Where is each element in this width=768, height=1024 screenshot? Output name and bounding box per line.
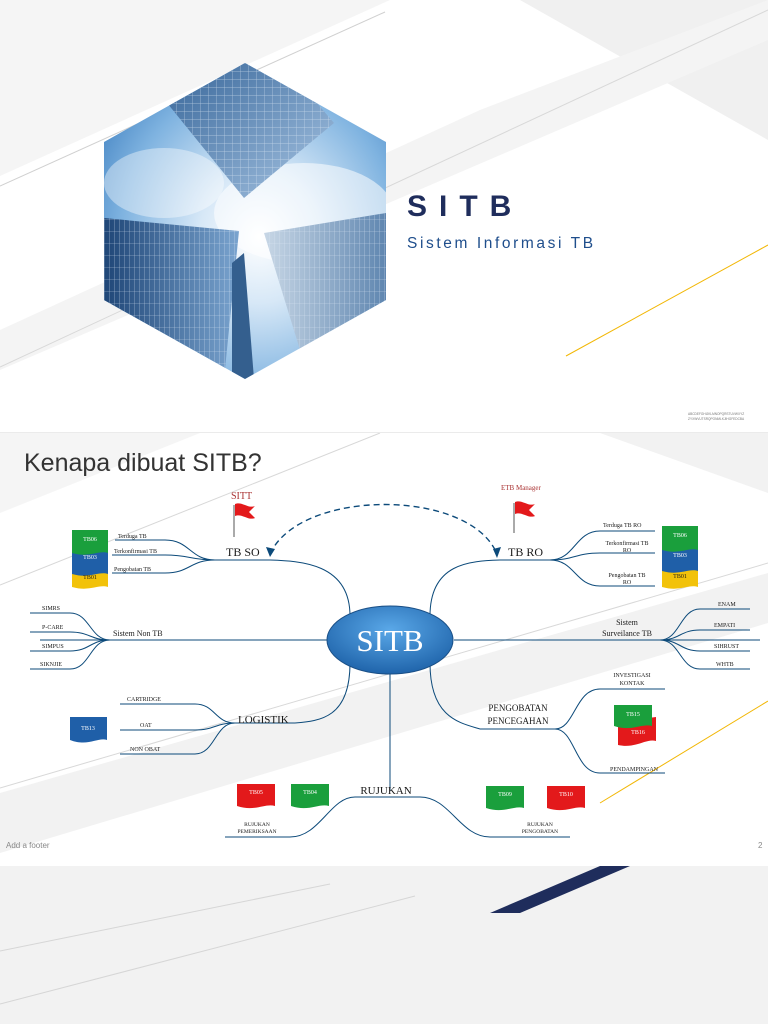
connector-pencegahan — [429, 662, 481, 730]
form-label: TB03 — [83, 555, 97, 561]
leaf-label: Terkonfirmasi TB — [114, 548, 157, 555]
branch-tbso: TB SO — [226, 545, 260, 559]
mindmap-slide: Kenapa dibuat SITB? — [0, 433, 768, 866]
leaf-label: PENDAMPINGAN — [610, 767, 659, 773]
background-shapes — [0, 866, 630, 1005]
leaf-label: PEMERIKSAAN — [237, 829, 276, 835]
leaf-label: CARTRIDGE — [127, 697, 161, 703]
form-label: TB05 — [249, 790, 263, 796]
connector-tbro — [429, 559, 501, 617]
center-node-sitb: SITB — [326, 605, 454, 675]
form-label: TB04 — [303, 790, 317, 796]
form-label: TB06 — [673, 533, 687, 539]
flag-label: ETB Manager — [501, 484, 542, 492]
branch-rujukan: RUJUKAN — [360, 785, 411, 797]
flag-sitt: SITT — [231, 491, 255, 537]
form-label: TB06 — [83, 537, 97, 543]
leaf-label: Terduga TB RO — [603, 523, 642, 529]
title-slide: SITB Sistem Informasi TB ABCDEFGHIJKLMNO… — [0, 0, 768, 432]
arrowhead — [266, 547, 275, 557]
background-lines — [0, 433, 768, 853]
leaf-label: SIMRS — [42, 606, 60, 612]
page-number: 2 — [758, 841, 763, 850]
branch-pencegahan-line: PENGOBATAN — [488, 703, 548, 713]
connector-logistik — [294, 662, 351, 724]
slide-title: SITB — [407, 190, 524, 223]
fine-print: ABCDEFGHIJKLMNOPQRSTUVWXYZ ZYXWVUTSRQPON… — [688, 412, 760, 421]
leaf-label: Terduga TB — [118, 534, 147, 540]
form-label: TB01 — [83, 575, 97, 581]
form-stack-pencegahan: TB15 TB16 — [614, 705, 656, 746]
leaf-label: Pengobatan TB — [114, 567, 151, 573]
form-stack-rujukan-left: TB05 TB04 — [237, 784, 329, 809]
leaf-label: Terkonfirmasi TB — [606, 540, 649, 547]
leaf-label: RUJUKAN — [527, 822, 553, 828]
flag-etb-manager: ETB Manager — [501, 484, 542, 533]
sitb-mindmap: SITT ETB Manager SITB TB SO TB RO Sistem… — [30, 484, 760, 838]
leaf-label: WHTB — [716, 662, 734, 668]
branch-surveilans-line: Surveilance TB — [602, 629, 652, 638]
fine-print-line: ZYXWVUTSRQPONMLKJIHGFEDCBA — [688, 416, 745, 421]
leaf-label: P-CARE — [42, 625, 64, 631]
leaf-label: RO — [623, 548, 632, 554]
form-label: TB01 — [673, 574, 687, 580]
next-slide-partial — [0, 866, 768, 1024]
form-label: TB13 — [81, 726, 95, 732]
form-stack-tbro: TB06 TB03 TB01 — [662, 526, 698, 589]
leaf-label: Pengobatan TB — [608, 573, 645, 579]
leaf-label: OAT — [140, 723, 152, 729]
slide-footer: Add a footer — [6, 841, 50, 850]
slide-subtitle: Sistem Informasi TB — [407, 235, 596, 252]
center-label: SITB — [356, 623, 423, 658]
connector-tbso — [269, 559, 351, 617]
branch-surveilans-line: Sistem — [616, 618, 639, 627]
leaf-label: RO — [623, 580, 632, 586]
leaf-label: RUJUKAN — [244, 822, 270, 828]
form-label: TB10 — [559, 792, 573, 798]
leaf-label: NON OBAT — [130, 747, 161, 753]
form-stack-rujukan-right: TB09 TB10 — [486, 786, 585, 811]
leaf-label: INVESTIGASI — [613, 673, 650, 679]
branch-non-tb: Sistem Non TB — [113, 629, 163, 638]
branch-pencegahan-line: PENCEGAHAN — [487, 716, 549, 726]
branch-tbro: TB RO — [508, 545, 543, 559]
form-stack-tbso: TB06 TB03 TB01 — [72, 530, 108, 589]
leaf-label: PENGOBATAN — [522, 829, 558, 835]
form-label: TB03 — [673, 553, 687, 559]
leaf-label: SIMPUS — [42, 644, 64, 650]
leaf-label: SIHRUST — [714, 644, 739, 650]
branch-logistik: LOGISTIK — [238, 714, 289, 726]
fine-print-line: ABCDEFGHIJKLMNOPQRSTUVWXYZ — [688, 412, 745, 416]
form-label: TB09 — [498, 792, 512, 798]
skyscraper-hexagon-photo — [104, 63, 386, 379]
leaf-label: EMPATI — [714, 623, 735, 629]
arrowhead — [493, 547, 501, 558]
form-logistik: TB13 — [70, 717, 107, 743]
slide-heading: Kenapa dibuat SITB? — [24, 449, 262, 477]
flag-label: SITT — [231, 491, 252, 502]
form-label: TB15 — [626, 712, 640, 718]
form-label: TB16 — [631, 730, 645, 736]
leaf-label: ENAM — [718, 602, 736, 608]
leaf-label: KONTAK — [620, 681, 646, 687]
leaf-label: SIKNJIE — [40, 662, 62, 668]
